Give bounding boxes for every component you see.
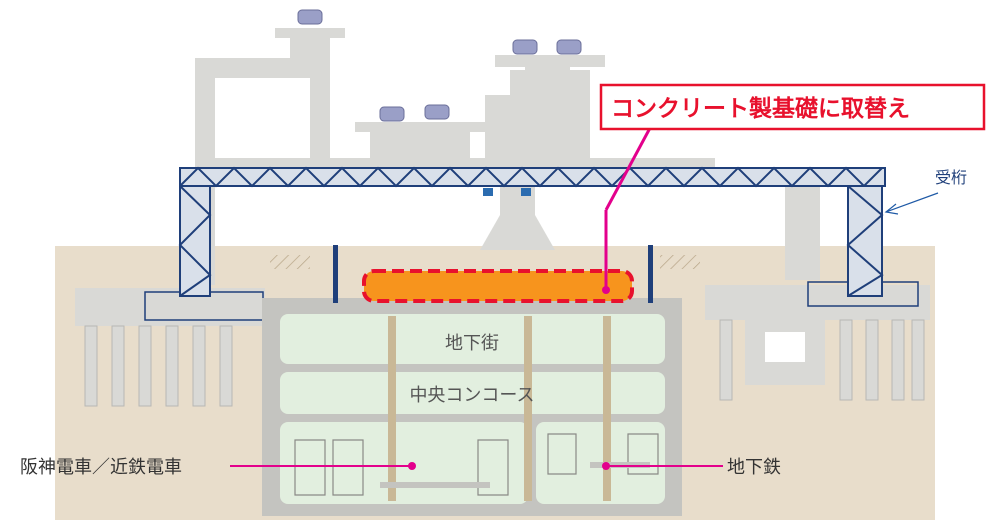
girder-leader-line xyxy=(885,192,939,213)
label-underground-mall: 地下街 xyxy=(445,333,499,354)
right-pile-foundation xyxy=(705,285,930,401)
retaining-wall-right xyxy=(648,245,653,303)
bearing-left xyxy=(483,188,493,196)
ground-hatch-right xyxy=(660,255,700,269)
callout-leader-dot xyxy=(602,286,610,294)
truss-girder xyxy=(178,166,886,297)
cars xyxy=(297,9,582,122)
girder-label: 受桁 xyxy=(935,168,967,187)
callout-box xyxy=(599,83,986,131)
retaining-wall-left xyxy=(333,245,338,303)
label-hanshin-kintetsu: 阪神電車／近鉄電車 xyxy=(20,457,182,478)
girder-arrowhead xyxy=(884,203,899,215)
ground-hatch-left xyxy=(270,255,310,269)
railway-leader-dot-left xyxy=(408,462,416,470)
underground-box xyxy=(262,298,682,516)
label-subway: 地下鉄 xyxy=(727,457,781,478)
bearing-right xyxy=(521,188,531,196)
railway-leader-dot-right xyxy=(602,462,610,470)
callout-leader-1 xyxy=(604,127,652,211)
callout-text: コンクリート製基礎に取替え xyxy=(611,95,910,122)
concrete-foundation xyxy=(362,269,634,303)
label-central-concourse: 中央コンコース xyxy=(409,385,534,406)
